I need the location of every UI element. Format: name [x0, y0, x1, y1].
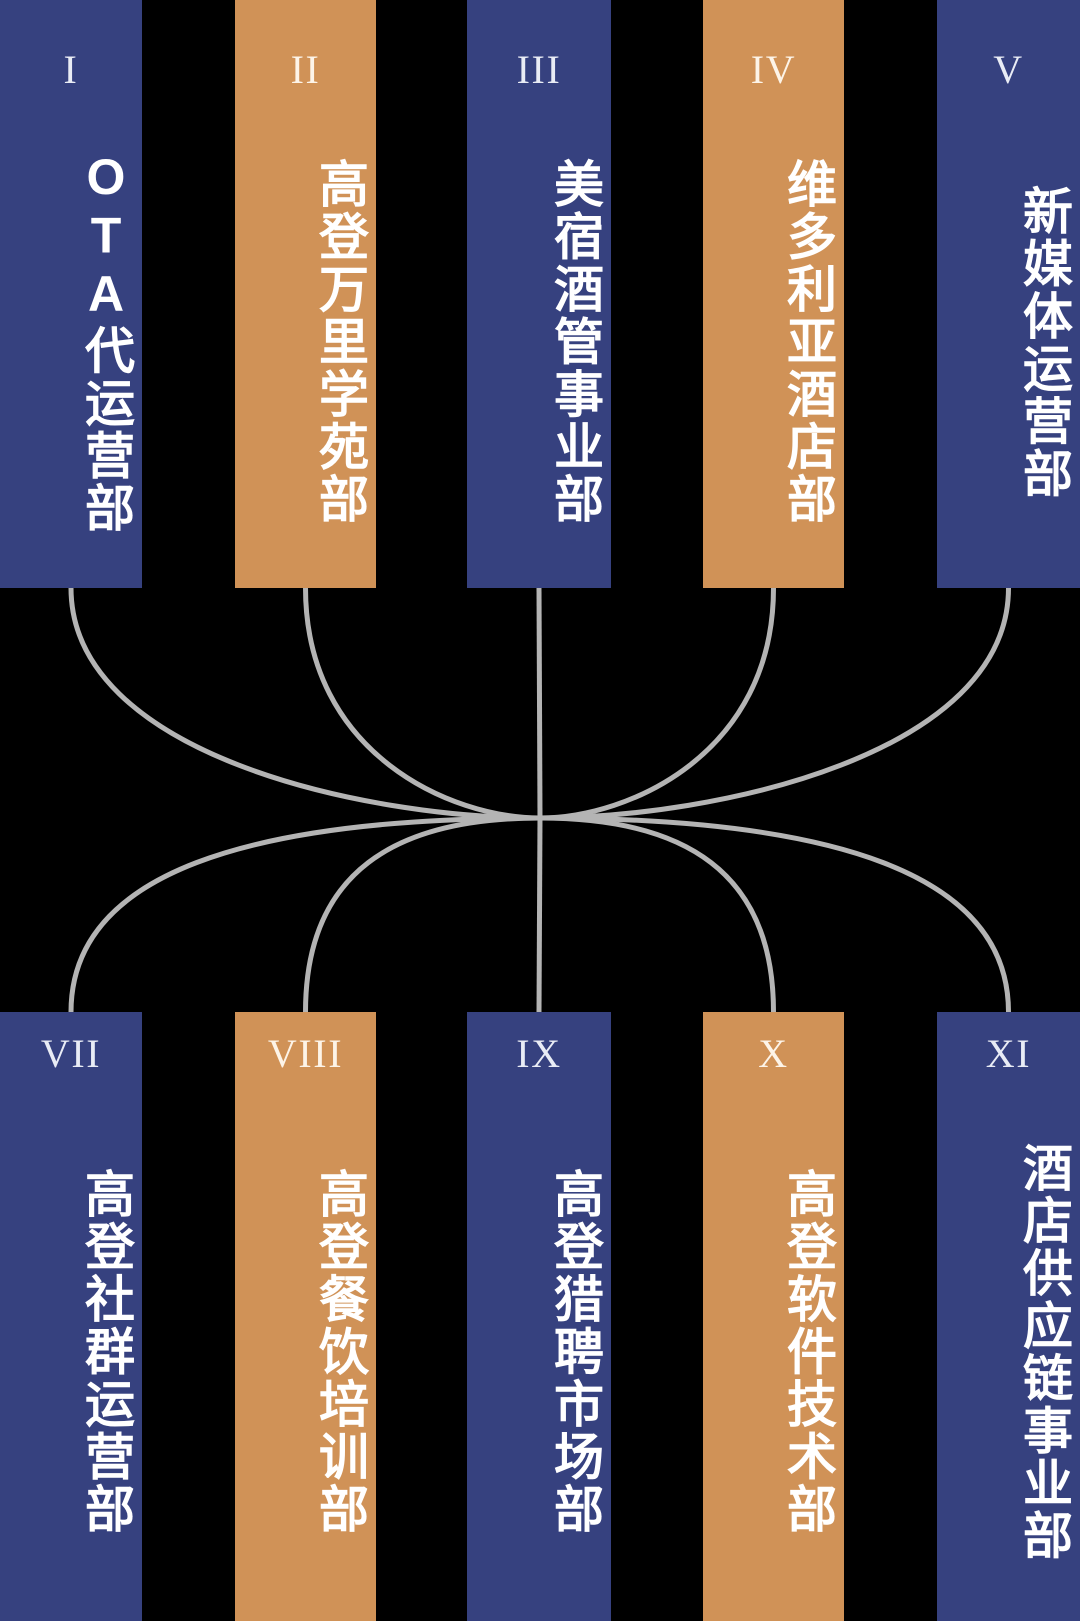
department-label: 新媒体运营部: [937, 118, 1080, 566]
connector-line: [303, 815, 541, 1013]
department-label: 高登猎聘市场部: [467, 1102, 611, 1601]
department-numeral: VIII: [267, 1031, 344, 1076]
department-label-text: 高登万里学苑部: [312, 158, 368, 526]
department-numeral: IV: [750, 47, 797, 92]
connector-line: [539, 587, 776, 821]
department-bar-10[interactable]: X 高登软件技术部: [703, 1012, 844, 1621]
department-label: 美宿酒管事业部: [467, 118, 611, 566]
department-label-text: 高登猎聘市场部: [547, 1167, 603, 1536]
department-numeral: I: [63, 47, 79, 92]
department-label-text: OTA代运营部: [78, 149, 134, 535]
department-label: 酒店供应链事业部: [937, 1102, 1080, 1601]
connector-line: [539, 815, 1011, 1013]
connector-line: [303, 587, 541, 821]
connector-line: [68, 815, 541, 1013]
department-numeral: VII: [40, 1031, 102, 1076]
connector-line: [539, 815, 776, 1013]
connector-line: [539, 587, 1011, 821]
department-label-text: 高登软件技术部: [780, 1167, 836, 1536]
department-bar-3[interactable]: III 美宿酒管事业部: [467, 0, 611, 588]
department-label: OTA代运营部: [0, 118, 142, 566]
department-label: 高登软件技术部: [703, 1102, 844, 1601]
department-bar-2[interactable]: II 高登万里学苑部: [235, 0, 376, 588]
department-label-text: 高登餐饮培训部: [312, 1167, 368, 1536]
connector-line: [536, 587, 543, 819]
department-bar-7[interactable]: VII 高登社群运营部: [0, 1012, 142, 1621]
department-bar-4[interactable]: IV 维多利亚酒店部: [703, 0, 844, 588]
department-numeral: V: [993, 47, 1024, 92]
department-numeral: IX: [516, 1031, 562, 1076]
department-bar-1[interactable]: I OTA代运营部: [0, 0, 142, 588]
department-label-text: 高登社群运营部: [78, 1167, 134, 1536]
department-label-text: 酒店供应链事业部: [1016, 1141, 1072, 1562]
department-bar-8[interactable]: VIII 高登餐饮培训部: [235, 1012, 376, 1621]
department-label: 高登万里学苑部: [235, 118, 376, 566]
department-label-text: 美宿酒管事业部: [547, 158, 603, 526]
department-bar-9[interactable]: IX 高登猎聘市场部: [467, 1012, 611, 1621]
department-label: 高登社群运营部: [0, 1102, 142, 1601]
department-label: 维多利亚酒店部: [703, 118, 844, 566]
connector-line: [536, 817, 543, 1013]
department-bar-11[interactable]: XI 酒店供应链事业部: [937, 1012, 1080, 1621]
department-label-text: 维多利亚酒店部: [780, 158, 836, 526]
department-label: 高登餐饮培训部: [235, 1102, 376, 1601]
department-label-text: 新媒体运营部: [1016, 184, 1072, 500]
department-numeral: II: [290, 47, 321, 92]
department-bar-5[interactable]: V 新媒体运营部: [937, 0, 1080, 588]
department-numeral: XI: [985, 1031, 1032, 1076]
department-numeral: X: [758, 1031, 789, 1076]
department-numeral: III: [516, 47, 562, 92]
connector-line: [68, 587, 541, 821]
